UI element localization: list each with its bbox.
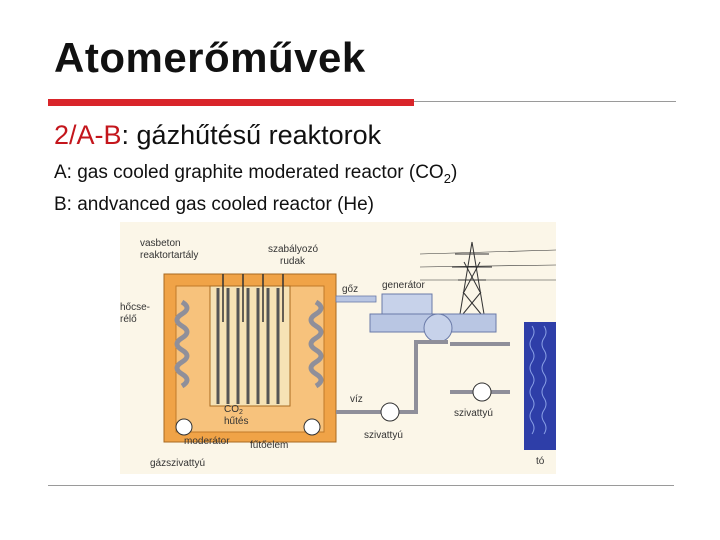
gas-pump-right-icon (303, 418, 321, 436)
line-b: B: andvanced gas cooled reactor (He) (54, 194, 375, 215)
label-vasbeton: vasbeton (140, 238, 181, 249)
fuel-rods (216, 288, 280, 404)
cooling-pump-icon (472, 382, 492, 402)
condenser (423, 313, 453, 343)
subtitle-prefix: 2/A-B (54, 120, 122, 150)
title-divider (414, 101, 676, 102)
gas-pump-left-icon (175, 418, 193, 436)
label-co2-sub: 2 (239, 409, 243, 416)
reactor-diagram: vasbeton reaktortartály szabályozó rudak… (120, 222, 556, 474)
heat-exchanger-right (308, 299, 324, 389)
water-pump-icon (380, 402, 400, 422)
label-gazszivattyu: gázszivattyú (150, 458, 205, 469)
label-szivattyu-2: szivattyú (454, 408, 493, 419)
label-to: tó (536, 456, 545, 467)
slide-subtitle: 2/A-B: gázhűtésű reaktorok (54, 120, 381, 151)
line-a: A: gas cooled graphite moderated reactor… (54, 162, 457, 186)
footer-divider (48, 485, 674, 486)
control-rods (222, 274, 284, 322)
subtitle-rest: : gázhűtésű reaktorok (121, 120, 382, 150)
water-pipe-return (336, 340, 448, 414)
lake (524, 322, 556, 450)
label-rudak: rudak (280, 256, 306, 267)
label-goz: gőz (342, 284, 358, 295)
title-underline (48, 99, 414, 106)
power-tower-icon (419, 241, 556, 315)
label-hocserelo-2: rélő (120, 314, 137, 325)
label-reaktortartaly: reaktortartály (140, 250, 198, 261)
label-co2-main: CO (224, 404, 239, 415)
slide-title: Atomerőművek (54, 34, 366, 81)
label-co2: CO2 (224, 404, 243, 416)
lake-waves (529, 325, 535, 435)
steam-pipe (335, 295, 377, 303)
heat-exchanger-left (174, 299, 190, 389)
lake-waves-2 (541, 325, 547, 435)
line-a-end: ) (450, 162, 458, 183)
label-hutes: hűtés (224, 416, 248, 427)
label-szabalyozo: szabályozó (268, 244, 318, 255)
label-moderator: moderátor (184, 436, 230, 447)
label-szivattyu-1: szivattyú (364, 430, 403, 441)
label-futoelem: fűtőelem (250, 440, 288, 451)
line-a-text: A: gas cooled graphite moderated reactor… (54, 162, 444, 183)
label-hocserelo-1: hőcse- (120, 302, 150, 313)
generator-body (381, 293, 433, 315)
label-viz: víz (350, 394, 363, 405)
line-a-sub: 2 (443, 170, 451, 186)
label-generator: generátor (382, 280, 425, 291)
